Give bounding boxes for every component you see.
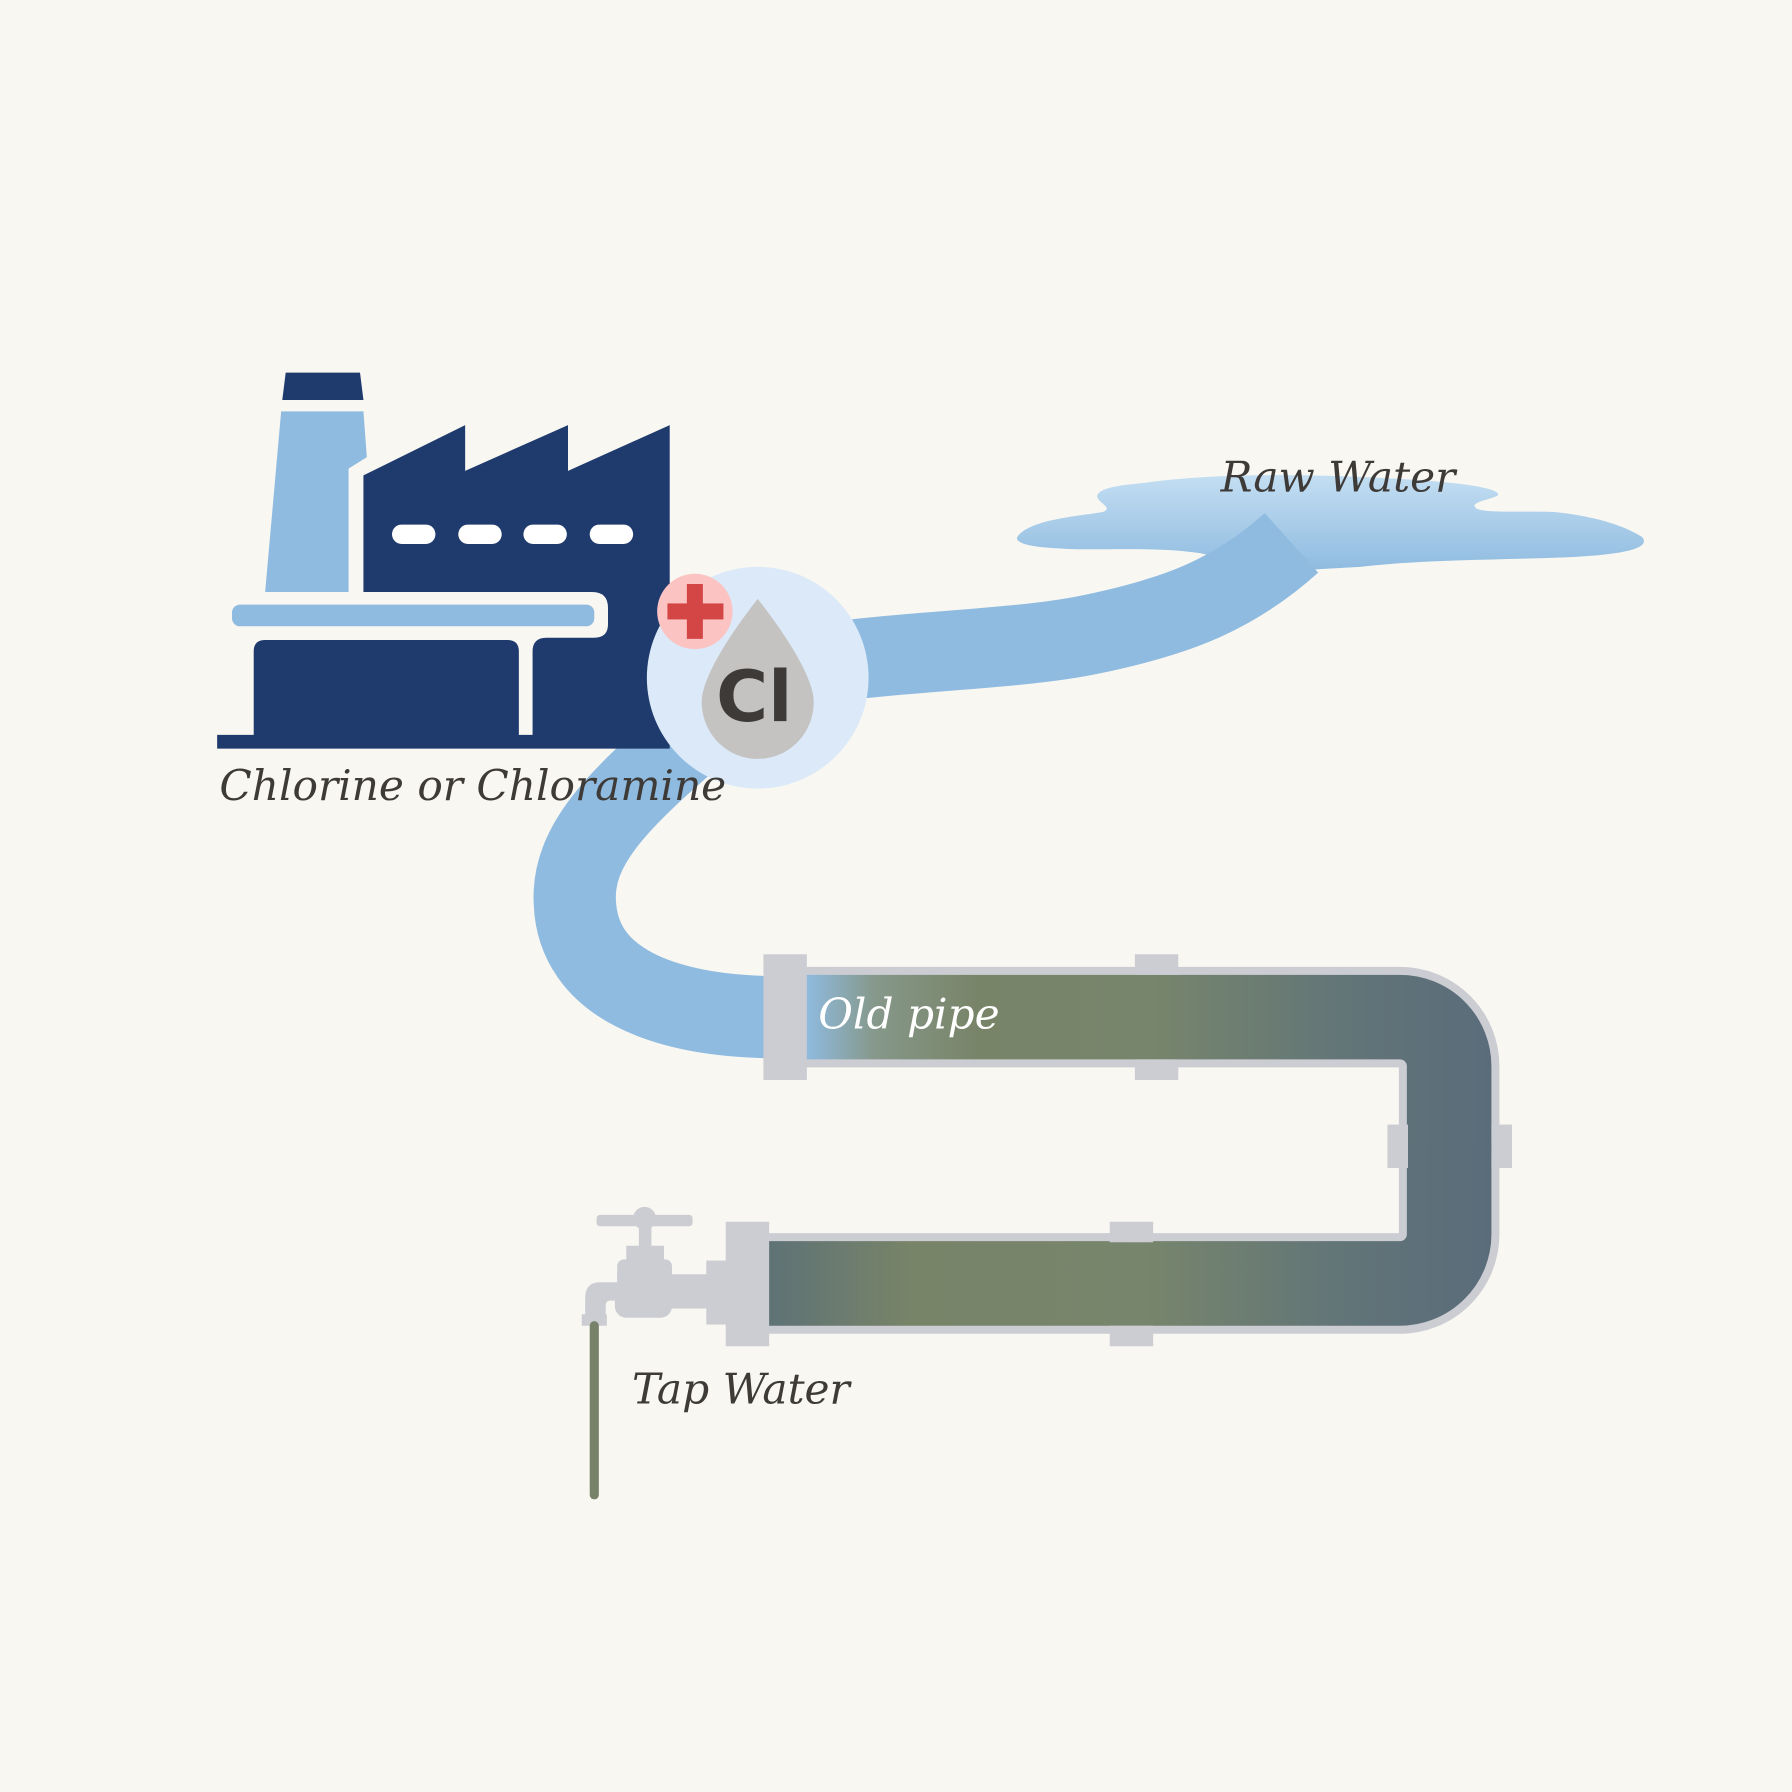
raw-water-label: Raw Water	[1220, 452, 1459, 501]
plus-icon	[657, 573, 733, 650]
old-pipe	[725, 954, 1512, 1347]
treatment-label: Chlorine or Chloramine	[219, 761, 726, 810]
water-flow-down	[533, 700, 770, 1059]
factory-icon	[217, 372, 670, 749]
tap-water-label: Tap Water	[632, 1364, 853, 1413]
raw-water-puddle	[1016, 475, 1644, 572]
chlorine-symbol: Cl	[716, 655, 792, 738]
old-pipe-label: Old pipe	[818, 990, 999, 1039]
water-flow	[790, 512, 1319, 708]
water-drop-icon	[701, 598, 814, 759]
faucet-icon[interactable]	[581, 1206, 730, 1326]
